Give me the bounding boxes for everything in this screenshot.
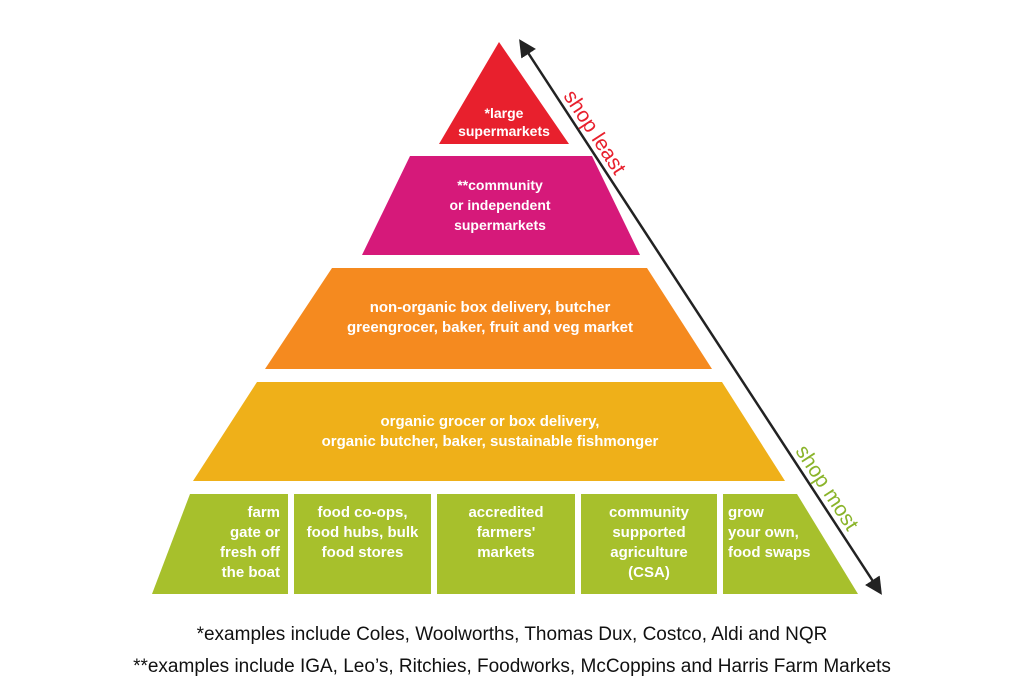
base-label-csa: community supported agriculture (CSA) xyxy=(608,504,689,581)
tier-3-label: non-organic box delivery, butcher greeng… xyxy=(347,299,633,336)
tier-4-label: organic grocer or box delivery, organic … xyxy=(321,413,659,450)
base-label-farm-gate: farm gate or fresh off the boat xyxy=(220,504,280,581)
base-label-food-coops: food co-ops, food hubs, bulk food stores xyxy=(306,504,419,561)
base-segment-farm-gate xyxy=(152,494,288,594)
tier-1-label: *large supermarkets xyxy=(458,105,550,139)
tier-2-label: **community or independent supermarkets xyxy=(449,177,551,233)
base-segment-food-coops xyxy=(294,494,431,594)
base-label-grow-your-own: grow your own, food swaps xyxy=(728,504,811,561)
footnote-1: *examples include Coles, Woolworths, Tho… xyxy=(196,624,828,645)
footnote-2: **examples include IGA, Leo’s, Ritchies,… xyxy=(133,656,891,677)
base-label-farmers-markets: accredited farmers' markets xyxy=(468,504,544,561)
double-headed-arrow-icon xyxy=(519,39,882,595)
